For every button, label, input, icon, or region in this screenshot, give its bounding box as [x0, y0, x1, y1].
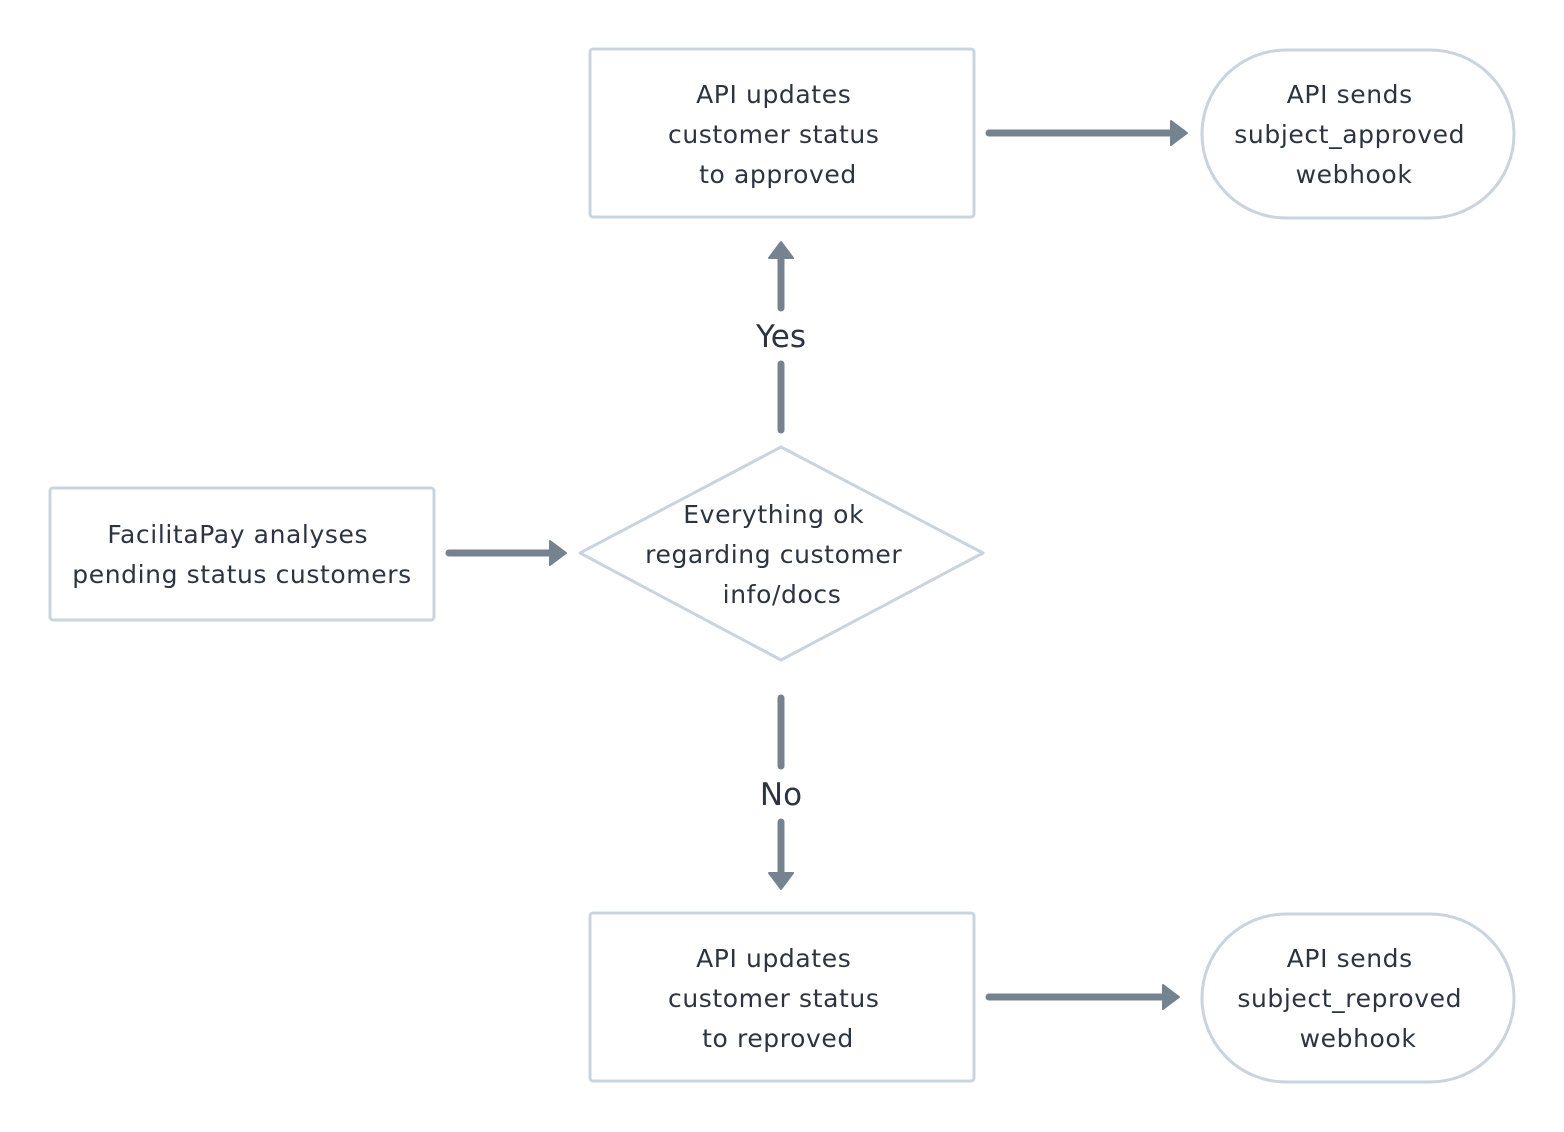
- reproved-webhook-text: API sends subject_reproved webhook: [1237, 944, 1470, 1053]
- node-start: FacilitaPay analyses pending status cust…: [48, 486, 436, 622]
- arrow-head: [1170, 120, 1188, 146]
- reproved-line-2: customer status: [668, 984, 880, 1013]
- approved-webhook-line-3: webhook: [1296, 160, 1413, 189]
- arrow-head: [768, 872, 794, 890]
- edge-decision-yes: Yes: [755, 241, 806, 434]
- approved-webhook-line-1: API sends: [1287, 80, 1413, 109]
- node-reproved-webhook: API sends subject_reproved webhook: [1200, 912, 1516, 1084]
- edge-start-to-decision: [445, 540, 567, 566]
- approved-line-2: customer status: [668, 120, 880, 149]
- reproved-webhook-line-1: API sends: [1287, 944, 1413, 973]
- reproved-webhook-stadium: [1200, 912, 1516, 1084]
- approved-text: API updates customer status to approved: [668, 80, 888, 189]
- edge-approved-to-webhook: [985, 120, 1188, 146]
- approved-webhook-line-2: subject_approved: [1234, 120, 1465, 149]
- edge-decision-no: No: [760, 694, 802, 890]
- edge-label-yes: Yes: [755, 319, 806, 355]
- decision-text: Everything ok regarding customer info/do…: [645, 500, 911, 609]
- arrow-head: [1162, 984, 1180, 1010]
- arrow-head: [549, 540, 567, 566]
- approved-line-3: to approved: [699, 160, 857, 189]
- reproved-webhook-line-2: subject_reproved: [1237, 984, 1462, 1013]
- node-decision: Everything ok regarding customer info/do…: [578, 445, 985, 662]
- approved-webhook-text: API sends subject_approved webhook: [1234, 80, 1473, 189]
- node-approved-webhook: API sends subject_approved webhook: [1200, 48, 1516, 220]
- approved-box: [588, 47, 976, 219]
- edge-reproved-to-webhook: [985, 984, 1180, 1010]
- start-text: FacilitaPay analyses pending status cust…: [72, 520, 412, 589]
- approved-webhook-stadium: [1200, 48, 1516, 220]
- reproved-webhook-line-3: webhook: [1300, 1024, 1417, 1053]
- arrow-head: [768, 241, 794, 259]
- reproved-line-3: to reproved: [702, 1024, 854, 1053]
- start-line-1: FacilitaPay analyses: [107, 520, 368, 549]
- node-reproved: API updates customer status to reproved: [588, 911, 976, 1083]
- decision-line-1: Everything ok: [683, 500, 864, 529]
- start-box: [48, 486, 436, 622]
- reproved-box: [588, 911, 976, 1083]
- reproved-line-1: API updates: [696, 944, 851, 973]
- reproved-text: API updates customer status to reproved: [668, 944, 888, 1053]
- edge-label-no: No: [760, 777, 802, 813]
- decision-diamond: [578, 445, 985, 662]
- decision-line-3: info/docs: [723, 580, 842, 609]
- start-line-2: pending status customers: [72, 560, 412, 589]
- decision-line-2: regarding customer: [645, 540, 902, 569]
- approved-line-1: API updates: [696, 80, 851, 109]
- node-approved: API updates customer status to approved: [588, 47, 976, 219]
